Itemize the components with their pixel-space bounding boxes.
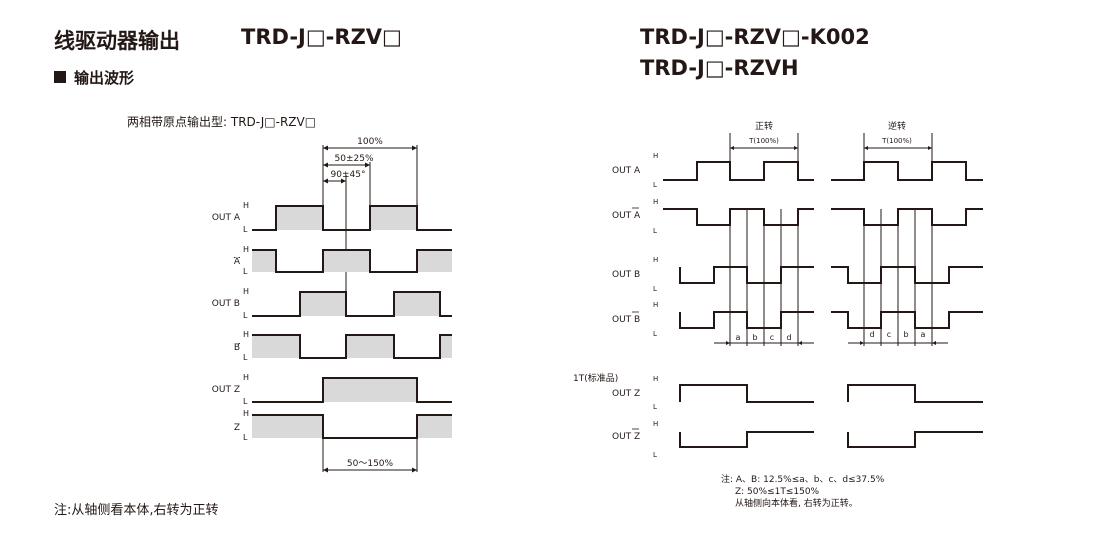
- right-z-group-label: 1T(标准品): [573, 372, 618, 384]
- hl-label: L: [653, 451, 657, 459]
- left-label-out-a: OUT A: [212, 213, 241, 223]
- overbar-marks: [632, 207, 639, 430]
- hl-label: H: [243, 409, 249, 418]
- hl-label: H: [653, 375, 658, 383]
- right-note-2: Z: 50%≤1T≤150%: [735, 487, 820, 497]
- hl-label: L: [243, 311, 248, 320]
- dim-z-width: 50～150%: [347, 459, 394, 469]
- wave-out-a: [252, 205, 452, 231]
- hl-label: L: [243, 267, 248, 276]
- left-label-b-bar: B: [234, 343, 240, 353]
- right-waves-reverse: [831, 161, 983, 448]
- left-label-out-z: OUT Z: [212, 385, 240, 395]
- segment-label: d: [869, 330, 874, 339]
- right-label-out-z-bar: OUT Z: [612, 432, 640, 442]
- segment-label: c: [770, 333, 774, 342]
- model-right-1: TRD-J□-RZV□-K002: [640, 25, 870, 49]
- hl-label: L: [653, 227, 657, 235]
- dim-half: 50±25%: [335, 154, 374, 164]
- left-label-a-bar: A: [234, 257, 241, 267]
- right-label-out-a: OUT A: [612, 166, 641, 176]
- hl-label: H: [653, 420, 658, 428]
- hl-label: H: [653, 198, 658, 206]
- segment-label: a: [921, 330, 926, 339]
- hl-label: L: [243, 225, 248, 234]
- hl-label: L: [653, 330, 657, 338]
- right-label-out-b-bar: OUT B: [612, 315, 640, 325]
- wave-out-z: [252, 377, 452, 403]
- section-title: 输出波形: [74, 69, 135, 87]
- hl-label: H: [653, 301, 658, 309]
- forward-label: 正转: [755, 120, 773, 132]
- left-caption: 两相带原点输出型: TRD-J□-RZV□: [127, 115, 317, 129]
- hl-label: H: [653, 256, 658, 264]
- left-label-z-bar: Z: [234, 423, 240, 433]
- period-label-reverse: T(100%): [881, 137, 912, 145]
- reverse-label: 逆转: [888, 120, 906, 132]
- hl-label: L: [243, 397, 248, 406]
- page-title: 线驱动器输出: [54, 29, 180, 53]
- segment-label: a: [736, 333, 741, 342]
- section-marker-icon: [54, 71, 66, 83]
- hl-label: L: [653, 285, 657, 293]
- hl-label: L: [243, 433, 248, 442]
- segment-label: d: [786, 333, 791, 342]
- model-left: TRD-J□-RZV□: [241, 25, 402, 49]
- period-label-forward: T(100%): [748, 137, 779, 145]
- hl-label: H: [243, 201, 249, 210]
- hl-label: L: [653, 181, 657, 189]
- wave-b-bar: [252, 334, 452, 359]
- hl-label: L: [653, 403, 657, 411]
- right-label-out-b: OUT B: [612, 270, 640, 280]
- left-label-out-b: OUT B: [212, 299, 240, 309]
- hl-label: L: [243, 353, 248, 362]
- right-waves-forward: [663, 161, 814, 448]
- left-footnote: 注:从轴侧看本体,右转为正转: [54, 503, 219, 518]
- right-label-out-a-bar: OUT A: [612, 211, 641, 221]
- right-note-3: 从轴侧向本体看, 右转为正转。: [735, 497, 858, 509]
- right-guide-lines: [714, 209, 948, 346]
- hl-label: H: [243, 287, 249, 296]
- hl-label: H: [243, 330, 249, 339]
- model-right-2: TRD-J□-RZVH: [640, 56, 799, 80]
- hl-label: H: [243, 373, 249, 382]
- segment-label: b: [903, 330, 908, 339]
- wave-z-bar: [252, 414, 452, 439]
- hl-label: H: [653, 152, 658, 160]
- dim-phase: 90±45°: [331, 170, 366, 180]
- hl-label: H: [243, 245, 249, 254]
- segment-label: c: [887, 330, 891, 339]
- right-label-out-z: OUT Z: [612, 389, 640, 399]
- right-note-1: 注: A、B: 12.5%≤a、b、c、d≤37.5%: [721, 473, 885, 485]
- segment-label: b: [752, 333, 757, 342]
- wave-a-bar: [252, 249, 452, 273]
- wave-out-b: [252, 291, 452, 317]
- dim-full: 100%: [357, 137, 383, 147]
